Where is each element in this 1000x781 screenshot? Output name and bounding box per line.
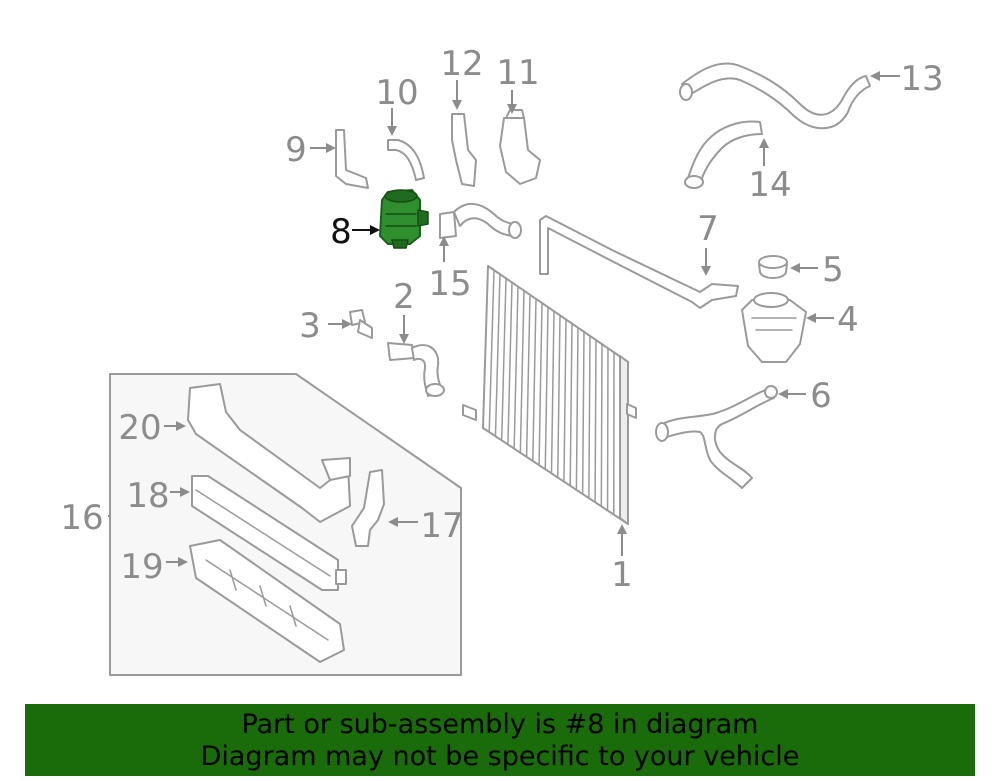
callout-1: 1 <box>611 555 633 595</box>
radiator-part-1[interactable] <box>462 265 637 525</box>
tank-cap-part-5[interactable] <box>758 255 788 279</box>
hose-part-14[interactable] <box>684 120 763 189</box>
clamp-bracket-part-10[interactable] <box>387 139 425 181</box>
callout-2: 2 <box>393 277 415 317</box>
leader-lines <box>108 71 900 567</box>
hose-part-13[interactable] <box>679 62 871 130</box>
cooler-part-18[interactable] <box>191 475 347 591</box>
radiator-fin <box>544 306 549 470</box>
callout-12: 12 <box>440 44 483 84</box>
hose-part-2[interactable] <box>387 342 445 397</box>
coolant-pump-part-8[interactable] <box>378 188 429 249</box>
banner-line-disclaimer: Diagram may not be specific to your vehi… <box>200 741 800 772</box>
callout-19: 19 <box>120 547 163 587</box>
pipe-part-7[interactable] <box>539 215 739 309</box>
callout-16: 16 <box>60 498 103 538</box>
radiator-fin <box>556 314 561 478</box>
radiator-fin <box>525 293 531 458</box>
callout-8: 8 <box>330 212 352 252</box>
radiator-fin <box>575 326 579 491</box>
radiator-fin <box>581 330 585 495</box>
callout-numbers: 1 2 3 4 5 6 7 8 9 10 11 12 13 14 15 16 1… <box>60 44 943 595</box>
callout-18: 18 <box>126 476 169 516</box>
radiator-fin <box>550 310 555 474</box>
bracket-part-9[interactable] <box>335 129 369 189</box>
callout-10: 10 <box>375 73 418 113</box>
callout-20: 20 <box>118 408 161 448</box>
tray-part-19[interactable] <box>189 539 345 663</box>
radiator-fin <box>532 297 537 462</box>
inset-box-16 <box>109 373 462 676</box>
hose-part-6[interactable] <box>655 385 778 489</box>
radiator-fin <box>488 269 495 433</box>
callout-9: 9 <box>285 130 307 170</box>
callout-17: 17 <box>420 506 463 546</box>
radiator-fin <box>507 281 513 446</box>
bracket-part-20[interactable] <box>187 383 351 523</box>
radiator-fin <box>563 318 567 482</box>
radiator-fin <box>594 338 597 503</box>
valve-part-11[interactable] <box>499 109 541 185</box>
callout-15: 15 <box>428 264 471 304</box>
radiator-fin <box>600 342 603 507</box>
hose-part-15[interactable] <box>439 203 522 239</box>
radiator-fin <box>494 273 501 437</box>
bracket-part-17[interactable] <box>351 469 385 547</box>
callout-6: 6 <box>810 376 832 416</box>
callout-3: 3 <box>299 306 321 346</box>
radiator-fin <box>519 289 525 454</box>
info-banner: Part or sub-assembly is #8 in diagram Di… <box>25 704 975 776</box>
sensor-part-3[interactable] <box>349 309 373 339</box>
radiator-fin <box>538 302 543 466</box>
callout-5: 5 <box>822 250 844 290</box>
radiator-fin <box>513 285 519 450</box>
radiator-fin <box>588 334 591 499</box>
callout-13: 13 <box>900 59 943 99</box>
radiator-fin <box>569 322 573 487</box>
expansion-tank-part-4[interactable] <box>741 292 807 363</box>
callout-11: 11 <box>496 53 539 93</box>
callout-4: 4 <box>837 300 859 340</box>
bracket-part-12[interactable] <box>451 113 477 187</box>
radiator-fin <box>500 277 507 442</box>
banner-line-part-number: Part or sub-assembly is #8 in diagram <box>241 709 759 740</box>
callout-14: 14 <box>748 165 791 205</box>
callout-7: 7 <box>697 209 719 249</box>
